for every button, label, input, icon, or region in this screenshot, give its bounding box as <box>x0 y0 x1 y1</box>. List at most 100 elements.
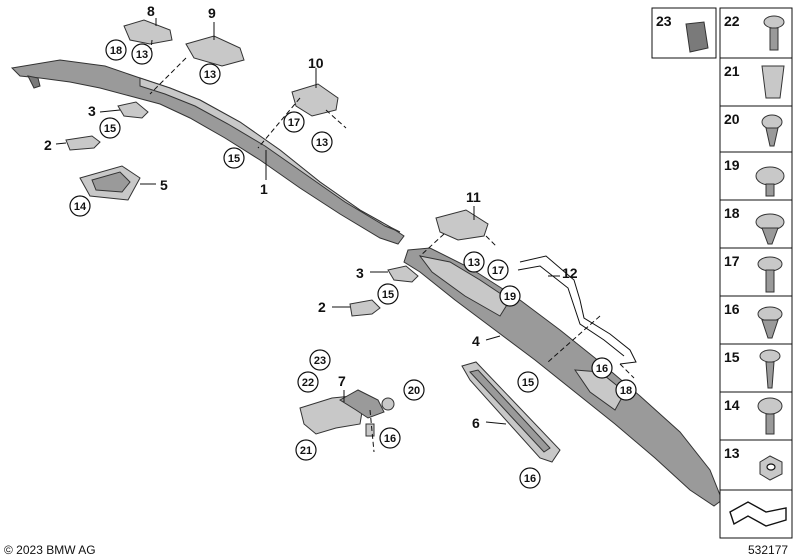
legend-13-nut-hole <box>766 463 776 471</box>
copyright-text: © 2023 BMW AG <box>4 543 96 557</box>
callout-2-upper: 2 <box>44 137 52 153</box>
legend-box-22 <box>719 7 793 59</box>
legend-22-screw-icon <box>763 15 785 29</box>
svg-text:16: 16 <box>596 363 608 375</box>
circled-14: 14 <box>69 195 91 217</box>
svg-text:18: 18 <box>620 385 632 397</box>
part-4-panel <box>418 255 511 317</box>
circled-22: 22 <box>297 371 319 393</box>
legend-14-shank <box>765 413 775 435</box>
circled-20: 20 <box>403 379 425 401</box>
svg-text:19: 19 <box>504 291 516 303</box>
circled-callouts: 18 13 13 15 14 15 17 13 13 17 19 15 15 1… <box>69 39 637 489</box>
legend-box-16 <box>719 295 793 345</box>
orientation-arrow-icon <box>729 501 787 527</box>
callout-labels: 8 9 10 3 2 5 1 11 3 2 12 4 7 6 <box>44 3 578 431</box>
callout-6: 6 <box>472 415 480 431</box>
circled-15-upper: 15 <box>99 117 121 139</box>
legend-label-14: 14 <box>724 397 740 413</box>
part-1-trim <box>10 59 405 245</box>
legend-19-shank <box>765 183 775 197</box>
circled-16-mid: 16 <box>379 427 401 449</box>
legend-label-13: 13 <box>724 445 740 461</box>
svg-text:16: 16 <box>384 433 396 445</box>
callout-9: 9 <box>208 5 216 21</box>
part-10-bracket <box>291 83 339 117</box>
circled-19: 19 <box>499 285 521 307</box>
circled-17-upper: 17 <box>283 111 305 133</box>
circled-18-right: 18 <box>615 379 637 401</box>
circled-15-mid: 15 <box>223 147 245 169</box>
part-2-cover-lower <box>349 299 381 317</box>
legend-label-22: 22 <box>724 13 740 29</box>
svg-text:17: 17 <box>288 117 300 129</box>
circled-15-lower-b: 15 <box>517 371 539 393</box>
svg-text:15: 15 <box>104 123 116 135</box>
callout-3-upper: 3 <box>88 103 96 119</box>
fastener-legend: 23 22 21 20 19 18 17 16 15 <box>651 7 793 539</box>
svg-text:18: 18 <box>110 45 122 57</box>
part-3-clip-lower <box>387 265 419 283</box>
legend-label-17: 17 <box>724 253 740 269</box>
part-20-clip <box>381 397 395 411</box>
callout-4: 4 <box>472 333 480 349</box>
part-8-bracket <box>123 19 173 45</box>
part-11-bracket <box>435 209 489 241</box>
legend-19-screw-icon <box>755 166 785 186</box>
leader-lines <box>55 18 560 425</box>
circled-15-lower-a: 15 <box>377 283 399 305</box>
circled-18-top: 18 <box>105 39 127 61</box>
svg-text:17: 17 <box>492 265 504 277</box>
circled-16-right: 16 <box>591 357 613 379</box>
callout-1: 1 <box>260 181 268 197</box>
legend-16-clip-icon <box>757 306 783 322</box>
legend-20-stem <box>765 127 779 147</box>
part-12-wire-bracket-2 <box>517 265 625 357</box>
part-9-bracket <box>185 35 245 67</box>
legend-23-clip-icon <box>685 21 709 53</box>
part-4-trim <box>403 247 723 507</box>
legend-box-15 <box>719 343 793 393</box>
legend-16-stem <box>761 319 779 339</box>
svg-text:16: 16 <box>524 473 536 485</box>
diagram-number: 532177 <box>748 543 788 557</box>
part-12-wire-bracket <box>519 255 637 365</box>
circled-17-lower: 17 <box>487 259 509 281</box>
legend-label-23: 23 <box>656 13 672 29</box>
part-2-cover-upper <box>65 135 101 151</box>
legend-18-stem <box>761 227 779 245</box>
svg-text:15: 15 <box>228 153 240 165</box>
part-6-cover-inner <box>469 369 551 453</box>
svg-text:20: 20 <box>408 385 420 397</box>
callout-7: 7 <box>338 373 346 389</box>
circled-13-top-a: 13 <box>131 43 153 65</box>
svg-text:22: 22 <box>302 377 314 389</box>
circled-13-mid: 13 <box>463 251 485 273</box>
legend-box-14 <box>719 391 793 441</box>
part-16-fastener <box>365 423 375 437</box>
legend-label-16: 16 <box>724 301 740 317</box>
legend-22-shank <box>769 27 779 51</box>
circled-13-top-b: 13 <box>199 63 221 85</box>
legend-15-shank <box>765 361 775 389</box>
circled-13-upper: 13 <box>311 131 333 153</box>
legend-15-screw-icon <box>759 349 781 363</box>
svg-text:13: 13 <box>136 49 148 61</box>
callout-12: 12 <box>562 265 578 281</box>
svg-text:23: 23 <box>314 355 326 367</box>
legend-17-shank <box>765 269 775 293</box>
svg-text:14: 14 <box>74 201 87 213</box>
legend-20-clip-icon <box>761 114 783 130</box>
callout-11: 11 <box>466 189 481 205</box>
legend-label-21: 21 <box>724 63 740 79</box>
legend-label-19: 19 <box>724 157 740 173</box>
legend-14-screw-icon <box>757 397 783 415</box>
callout-10: 10 <box>308 55 324 71</box>
svg-text:13: 13 <box>468 257 480 269</box>
part-7-bracket <box>299 395 363 435</box>
assembly-lines <box>149 39 635 453</box>
part-5-handle-inner <box>91 171 131 193</box>
svg-text:13: 13 <box>204 69 216 81</box>
circled-21: 21 <box>295 439 317 461</box>
